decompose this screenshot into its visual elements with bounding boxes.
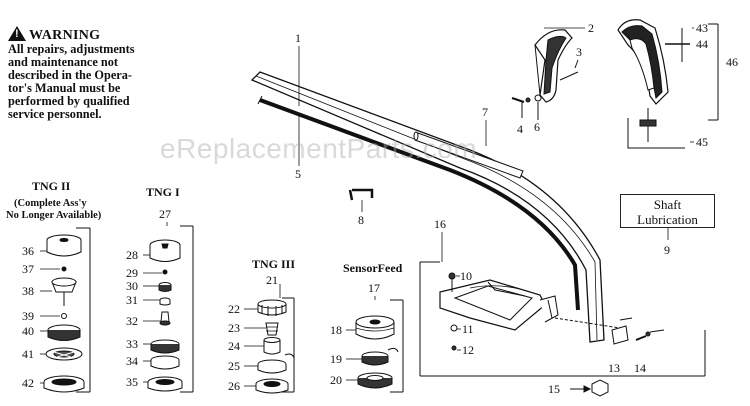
callout-17: 17 [368, 281, 380, 295]
callout-1: 1 [295, 31, 301, 45]
callout-12: 12 [462, 343, 474, 357]
hardware-3-4-6 [511, 59, 579, 120]
callout-33: 33 [126, 337, 138, 351]
callout-42: 42 [22, 376, 34, 390]
callout-16: 16 [434, 217, 446, 231]
callout-37: 37 [22, 262, 34, 276]
leader-lines [40, 27, 694, 387]
shaft-box-line1: Shaft [653, 197, 682, 212]
callout-38: 38 [22, 284, 34, 298]
warning-body: All repairs, adjustments and maintenance… [8, 43, 178, 121]
group-title-tng1: TNG I [146, 185, 180, 199]
warning-header: !WARNING [8, 26, 178, 43]
tng2-parts [43, 227, 91, 393]
watermark: eReplacementParts.com [160, 133, 478, 164]
callout-43: 43 [696, 21, 708, 35]
rod-7 [413, 131, 524, 179]
callout-5: 5 [295, 167, 301, 181]
callout-44: 44 [696, 37, 708, 51]
callout-19: 19 [330, 352, 342, 366]
callout-9: 9 [664, 243, 670, 257]
tng1-parts [147, 225, 194, 393]
callout-26: 26 [228, 379, 240, 393]
callout-35: 35 [126, 375, 138, 389]
callout-2: 2 [588, 21, 594, 35]
shield-16 [439, 279, 559, 331]
warning-notice: !WARNING All repairs, adjustments and ma… [8, 26, 178, 121]
callout-25: 25 [228, 359, 240, 373]
callout-18: 18 [330, 323, 342, 337]
callout-23: 23 [228, 321, 240, 335]
drive-shaft [257, 95, 580, 311]
callout-6: 6 [534, 120, 540, 134]
callout-39: 39 [22, 309, 34, 323]
group-title-tng3: TNG III [252, 257, 295, 271]
part-8-bracket [348, 188, 374, 201]
callout-3: 3 [576, 45, 582, 59]
shaft-lubrication-box: Shaft Lubrication [620, 194, 715, 228]
callout-31: 31 [126, 293, 138, 307]
shield-hardware [419, 261, 706, 377]
nut-15 [570, 379, 609, 397]
callout-46: 46 [726, 55, 738, 69]
callout-36: 36 [22, 244, 34, 258]
callout-13: 13 [608, 361, 620, 375]
tng3-parts [255, 297, 295, 394]
callout-7: 7 [482, 105, 488, 119]
callout-45: 45 [696, 135, 708, 149]
warning-line: described in the Opera- [8, 68, 132, 82]
warning-title: WARNING [29, 28, 101, 43]
group-note-tng2-1: (Complete Ass'y [14, 198, 87, 209]
callout-11: 11 [462, 322, 474, 336]
callout-20: 20 [330, 373, 342, 387]
callout-15: 15 [548, 382, 560, 396]
callout-40: 40 [22, 324, 34, 338]
warning-line: service personnel. [8, 107, 102, 121]
sensorfeed-parts [355, 299, 404, 393]
warning-line: performed by qualified [8, 94, 130, 108]
shaft-box-line2: Lubrication [637, 212, 698, 227]
handle-46 [617, 19, 719, 149]
callout-10: 10 [460, 269, 472, 283]
callout-22: 22 [228, 302, 240, 316]
callout-14: 14 [634, 361, 646, 375]
warning-line: and maintenance not [8, 55, 118, 69]
warning-line: All repairs, adjustments [8, 42, 135, 56]
callout-32: 32 [126, 314, 138, 328]
handle-2 [534, 29, 573, 103]
warning-line: tor's Manual must be [8, 81, 121, 95]
callout-29: 29 [126, 266, 138, 280]
group-note-tng2-2: No Longer Available) [6, 210, 102, 221]
callout-41: 41 [22, 347, 34, 361]
callout-4: 4 [517, 122, 523, 136]
callout-27: 27 [159, 207, 171, 221]
callout-30: 30 [126, 279, 138, 293]
callout-8: 8 [358, 213, 364, 227]
callout-28: 28 [126, 248, 138, 262]
callout-24: 24 [228, 339, 240, 353]
group-title-tng2: TNG II [32, 179, 71, 193]
group-title-sensorfeed: SensorFeed [343, 261, 403, 275]
warning-triangle-icon: ! [8, 26, 26, 41]
callout-21: 21 [266, 273, 278, 287]
callout-34: 34 [126, 354, 138, 368]
